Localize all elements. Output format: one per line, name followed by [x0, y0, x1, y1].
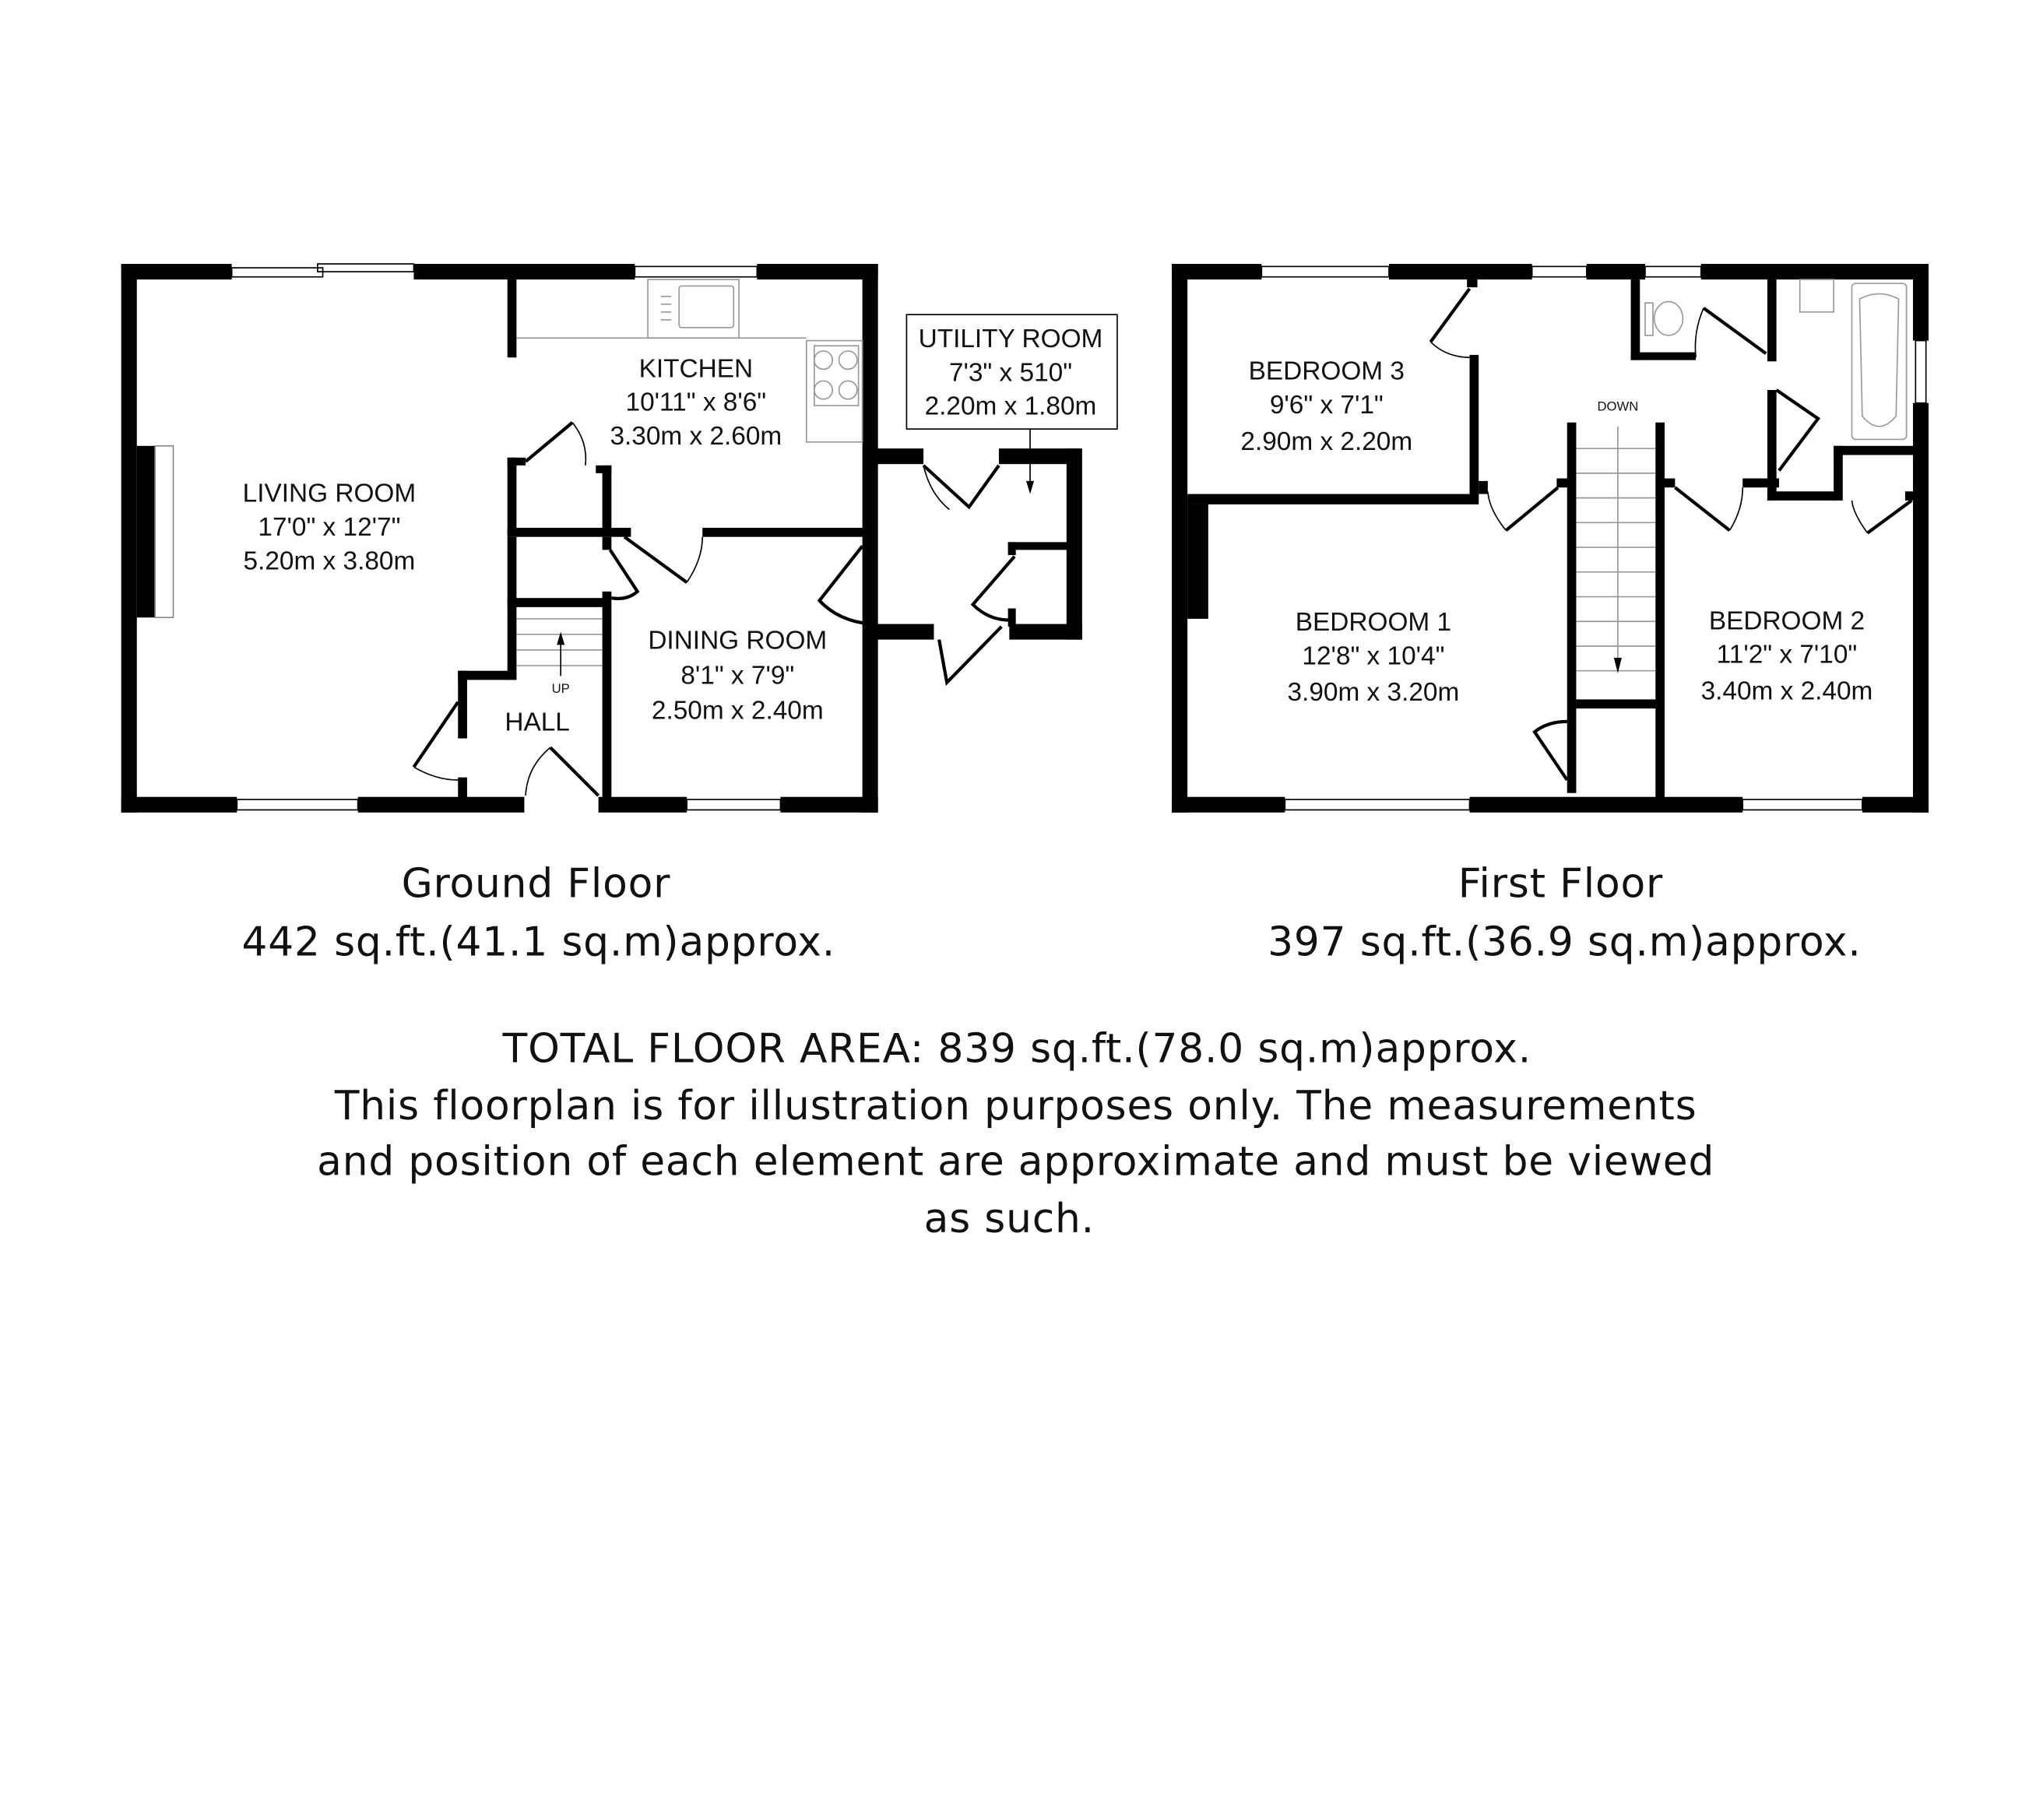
room-metric: 3.30m x 2.60m — [610, 422, 782, 451]
total-floor-area: TOTAL FLOOR AREA: 839 sq.ft.(78.0 sq.m)a… — [502, 1025, 1531, 1072]
room-metric: 2.50m x 2.40m — [652, 697, 824, 726]
room-name: UTILITY ROOM — [919, 325, 1103, 353]
room-name: KITCHEN — [639, 354, 754, 383]
room-name: LIVING ROOM — [243, 480, 417, 508]
room-imperial: 9'6" x 7'1" — [1270, 391, 1384, 420]
room-imperial: 17'0" x 12'7" — [258, 513, 400, 542]
room-utility-room: UTILITY ROOM 7'3" x 510" 2.20m x 1.80m — [905, 314, 1118, 430]
stairs-down-label: DOWN — [1597, 399, 1638, 414]
room-hall: HALL — [505, 708, 570, 737]
stairs-up-label: UP — [552, 681, 570, 696]
room-name: BEDROOM 3 — [1249, 357, 1405, 386]
first-floor-walls — [1172, 264, 1929, 813]
room-imperial: 11'2" x 7'10" — [1717, 641, 1858, 669]
ground-floor-doors — [412, 421, 1035, 797]
room-bedroom-2: BEDROOM 2 11'2" x 7'10" 3.40m x 2.40m — [1701, 606, 1873, 705]
disclaimer-line-1: This floorplan is for illustration purpo… — [334, 1083, 1697, 1130]
room-dining-room: DINING ROOM 8'1" x 7'9" 2.50m x 2.40m — [648, 626, 827, 725]
first-floor-area: 397 sq.ft.(36.9 sq.m)approx. — [1268, 919, 1862, 965]
ground-floor-stairs: UP — [516, 618, 603, 696]
room-name: BEDROOM 1 — [1296, 608, 1451, 637]
ground-floor-plan: UP LIVING ROOM 17'0" x 12'7" 5.20m x 3.8… — [121, 263, 1118, 813]
room-imperial: 8'1" x 7'9" — [680, 661, 794, 690]
bathroom-fittings — [1644, 279, 1908, 441]
kitchen-fittings — [516, 279, 863, 443]
first-floor-plan: DOWN BEDROOM 3 9'6" x 7'1" 2.90m x 2.20m… — [1172, 264, 1929, 813]
ground-floor-title: Ground Floor — [402, 860, 671, 907]
room-imperial: 7'3" x 510" — [949, 358, 1072, 387]
room-imperial: 12'8" x 10'4" — [1302, 641, 1444, 670]
room-metric: 2.20m x 1.80m — [925, 392, 1097, 421]
first-floor-title: First Floor — [1458, 860, 1663, 907]
room-metric: 3.90m x 3.20m — [1288, 678, 1460, 707]
room-name: BEDROOM 2 — [1709, 606, 1865, 635]
first-floor-stairs: DOWN — [1576, 399, 1656, 674]
room-kitchen: KITCHEN 10'11" x 8'6" 3.30m x 2.60m — [610, 354, 782, 451]
room-metric: 3.40m x 2.40m — [1701, 676, 1873, 705]
ground-floor-walls — [121, 264, 1082, 813]
room-metric: 5.20m x 3.80m — [244, 546, 416, 575]
ground-floor-windows — [230, 263, 782, 811]
room-living-room: LIVING ROOM 17'0" x 12'7" 5.20m x 3.80m — [243, 480, 417, 576]
disclaimer-line-3: as such. — [924, 1196, 1095, 1242]
room-bedroom-1: BEDROOM 1 12'8" x 10'4" 3.90m x 3.20m — [1288, 608, 1460, 707]
ground-floor-area: 442 sq.ft.(41.1 sq.m)approx. — [241, 919, 835, 965]
room-bedroom-3: BEDROOM 3 9'6" x 7'1" 2.90m x 2.20m — [1240, 357, 1412, 456]
first-floor-doors — [1429, 287, 1913, 782]
room-name: DINING ROOM — [648, 626, 827, 655]
disclaimer-line-2: and position of each element are approxi… — [317, 1139, 1714, 1186]
first-floor-windows — [1261, 265, 1927, 811]
room-metric: 2.90m x 2.20m — [1240, 427, 1412, 456]
room-imperial: 10'11" x 8'6" — [626, 388, 767, 417]
